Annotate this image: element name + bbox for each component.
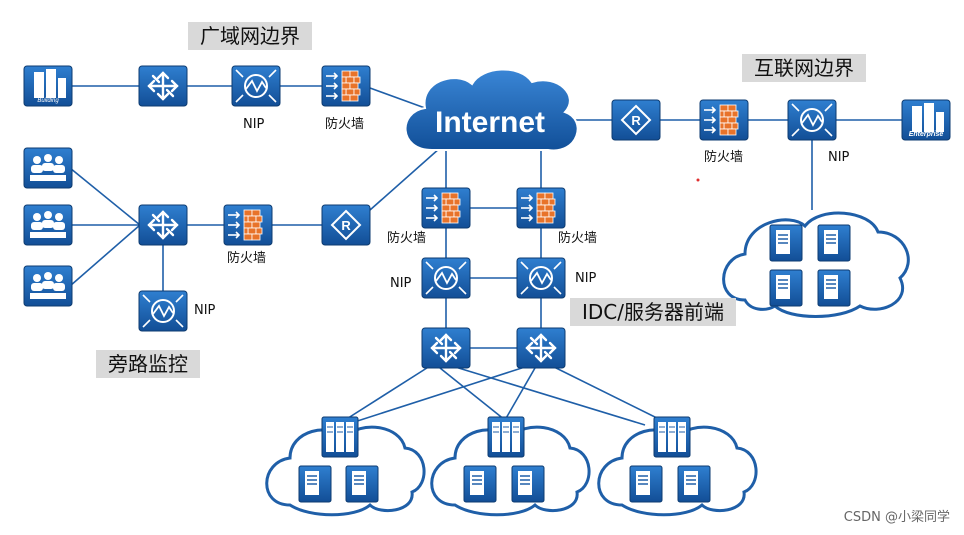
idc-nip-icon	[516, 257, 566, 299]
idc-nip-icon	[421, 257, 471, 299]
section-label-wan-edge: 广域网边界	[188, 22, 312, 50]
enterprise-icon-label: Enterprise	[909, 131, 944, 138]
idc-nip-label-left: NIP	[390, 276, 412, 291]
idc-firewall-label-right: 防火墙	[558, 231, 598, 246]
wan-firewall-icon	[321, 65, 371, 107]
bypass-nip-label: NIP	[194, 303, 216, 318]
inet-router-icon	[611, 99, 661, 141]
wan-switch-icon	[137, 64, 189, 108]
inet-nip-icon	[787, 99, 837, 141]
inet-firewall-icon	[699, 99, 749, 141]
wan-nip-label: NIP	[243, 117, 265, 132]
server-cloud-3	[597, 416, 758, 517]
bypass-switch-icon	[137, 203, 189, 247]
watermark: CSDN @小梁同学	[843, 510, 950, 525]
bypass-nip-icon	[138, 290, 188, 332]
bypass-firewall-icon	[223, 204, 273, 246]
idc-firewall-label-left: 防火墙	[387, 231, 427, 246]
section-label-bypass-monitor: 旁路监控	[96, 350, 200, 378]
idc-switch-icon	[420, 326, 472, 370]
internet-cloud: Internet	[404, 68, 579, 152]
wan-building: Building	[23, 65, 73, 107]
bypass-router-icon	[321, 204, 371, 246]
idc-firewall-icon	[421, 187, 471, 229]
section-label-idc-frontend: IDC/服务器前端	[570, 298, 737, 326]
inet-firewall-label: 防火墙	[704, 150, 744, 165]
wan-firewall-label: 防火墙	[325, 117, 365, 132]
bypass-firewall-label: 防火墙	[227, 251, 267, 266]
wan-nip-icon	[231, 65, 281, 107]
idc-nip-label-right: NIP	[575, 271, 597, 286]
enterprise-icon: Enterprise	[901, 99, 951, 141]
inet-nip-label: NIP	[828, 150, 850, 165]
section-label-internet-edge: 互联网边界	[742, 54, 866, 82]
idc-firewall-icon	[516, 187, 566, 229]
idc-switch-icon	[515, 326, 567, 370]
internet-label: Internet	[435, 106, 545, 139]
user-group-icon	[23, 204, 73, 246]
server-cloud-2	[430, 416, 591, 517]
user-group-icon	[23, 265, 73, 307]
user-group-icon	[23, 147, 73, 189]
inet-server-cloud	[722, 211, 910, 318]
building-icon-label: Building	[37, 98, 59, 104]
server-cloud-1	[265, 416, 426, 517]
